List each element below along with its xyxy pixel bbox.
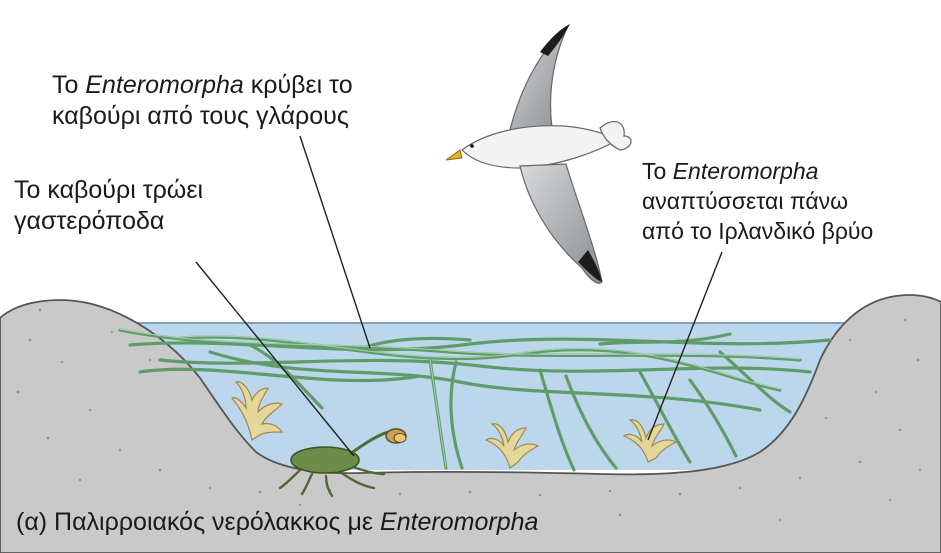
label-grows-em: Enteromorpha bbox=[673, 158, 819, 184]
crab-body bbox=[291, 447, 359, 473]
label-grows-on-moss: Το Enteromorpha αναπτύσσεται πάνω από το… bbox=[642, 156, 873, 246]
label-eats-line2: γαστερόποδα bbox=[14, 206, 203, 237]
gull-beak bbox=[446, 150, 462, 160]
label-grows-prefix: Το bbox=[642, 158, 673, 184]
label-grows-line1: Το Enteromorpha bbox=[642, 156, 873, 186]
label-hides-suffix: κρύβει το bbox=[244, 71, 353, 99]
crab-snail bbox=[394, 434, 406, 443]
label-hides-prefix: Το bbox=[52, 71, 85, 99]
label-hides-em: Enteromorpha bbox=[85, 71, 243, 99]
gull-upper-wing bbox=[510, 26, 568, 130]
figure-caption: (α) Παλιρροιακός νερόλακκος με Enteromor… bbox=[16, 506, 538, 538]
gull-body bbox=[462, 126, 618, 168]
label-hides-line2: καβούρι από τους γλάρους bbox=[52, 101, 353, 132]
seagull bbox=[446, 24, 631, 283]
label-grows-line3: από το Ιρλανδικό βρύο bbox=[642, 216, 873, 246]
label-hides-line1: Το Enteromorpha κρύβει το bbox=[52, 70, 353, 101]
gull-eye bbox=[470, 144, 474, 148]
label-eats-line1: Το καβούρι τρώει bbox=[14, 175, 203, 206]
label-hides-crab: Το Enteromorpha κρύβει το καβούρι από το… bbox=[52, 70, 353, 132]
caption-em: Enteromorpha bbox=[380, 508, 538, 536]
label-crab-eats: Το καβούρι τρώει γαστερόποδα bbox=[14, 175, 203, 237]
leader-hides bbox=[300, 136, 370, 348]
label-grows-line2: αναπτύσσεται πάνω bbox=[642, 186, 873, 216]
caption-prefix: (α) Παλιρροιακός νερόλακκος με bbox=[16, 508, 380, 536]
